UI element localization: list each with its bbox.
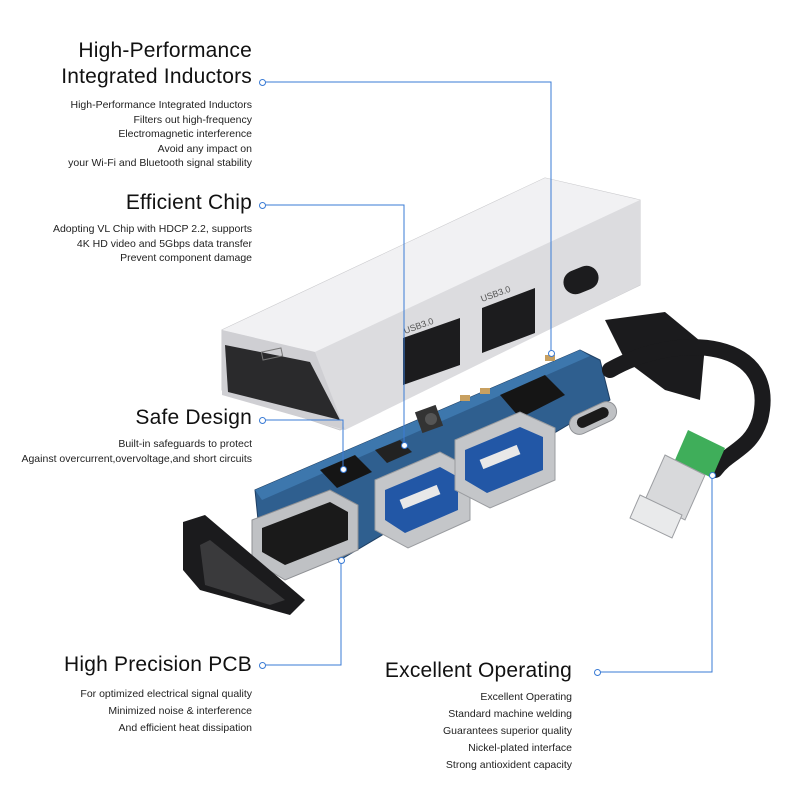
callout-dot-inductors: [259, 79, 266, 86]
usb-a-connector-2: [454, 411, 556, 509]
callout-inductors-line: your Wi-Fi and Bluetooth signal stabilit…: [68, 157, 252, 169]
callout-inductors-title-line1: High-Performance: [78, 39, 252, 62]
callout-inductors-line: Filters out high-frequency: [133, 113, 252, 126]
callout-operating: Excellent Operating Excellent Operating …: [312, 658, 572, 774]
callout-operating-title: Excellent Operating: [384, 659, 572, 682]
callout-inductors-line: Avoid any impact on: [157, 142, 252, 155]
hdmi-connector: [251, 489, 359, 581]
hdmi-logo-mark: [260, 347, 284, 361]
callout-operating-line: Strong antioxident capacity: [445, 759, 572, 771]
leader-line-chip: [262, 204, 405, 445]
usb-c-cable: [602, 339, 771, 478]
main-chip: [500, 375, 565, 418]
leader-line-safe: [262, 419, 344, 468]
callout-safe-line: Against overcurrent,overvoltage,and shor…: [21, 452, 252, 465]
usb-c-plug: [629, 430, 725, 539]
leader-line-operating: [598, 475, 713, 673]
pcb-board: [251, 349, 618, 581]
pcb-dot-inductors: [548, 350, 555, 357]
callout-dot-operating: [594, 669, 601, 676]
pcb-dot-chip: [401, 442, 408, 449]
usb-port-opening-1: [403, 318, 460, 385]
callout-pcb-line: For optimized electrical signal quality: [80, 688, 252, 700]
callout-safe: Safe Design Built-in safeguards to prote…: [2, 405, 252, 466]
callout-operating-line: Guarantees superior quality: [443, 725, 572, 737]
callout-operating-line: Standard machine welding: [448, 708, 572, 720]
callout-pcb-line: Minimized noise & interference: [108, 705, 252, 717]
callout-chip-line: Prevent component damage: [120, 252, 252, 264]
callout-pcb-line: And efficient heat dissipation: [118, 722, 252, 734]
usb-a-connector-1: [374, 451, 471, 549]
callout-chip-title: Efficient Chip: [125, 191, 252, 214]
usb-port-opening-2: [482, 288, 535, 353]
end-cap-left: [183, 515, 305, 615]
callout-safe-line: Built-in safeguards to protect: [118, 438, 252, 450]
callout-inductors-line: High-Performance Integrated Inductors: [70, 99, 252, 111]
callout-inductors-title-line2: Integrated Inductors: [61, 65, 252, 88]
callout-operating-line: Nickel-plated interface: [468, 742, 572, 754]
leader-line-pcb: [262, 560, 342, 666]
callout-inductors: High-Performance Integrated Inductors Hi…: [2, 38, 252, 171]
leader-line-inductors: [262, 81, 552, 352]
usb-c-female-port: [568, 401, 618, 435]
callout-pcb: High Precision PCB For optimized electri…: [2, 652, 252, 737]
pcb-dot-pcb: [338, 557, 345, 564]
callout-dot-pcb: [259, 662, 266, 669]
usb-c-port-opening: [563, 265, 599, 295]
callout-inductors-line: Electromagnetic interference: [118, 128, 252, 140]
callout-dot-safe: [259, 417, 266, 424]
callout-chip: Efficient Chip Adopting VL Chip with HDC…: [2, 190, 252, 266]
callout-dot-chip: [259, 202, 266, 209]
aluminum-shell: USB3.0 USB3.0: [221, 177, 641, 431]
callout-pcb-title: High Precision PCB: [63, 653, 252, 676]
callout-operating-line: Excellent Operating: [480, 691, 572, 703]
callout-safe-title: Safe Design: [135, 406, 252, 429]
callout-chip-line: 4K HD video and 5Gbps data transfer: [76, 237, 252, 250]
plug-dot-operating: [709, 472, 716, 479]
callout-chip-line: Adopting VL Chip with HDCP 2.2, supports: [52, 223, 252, 235]
pcb-dot-safe: [340, 466, 347, 473]
